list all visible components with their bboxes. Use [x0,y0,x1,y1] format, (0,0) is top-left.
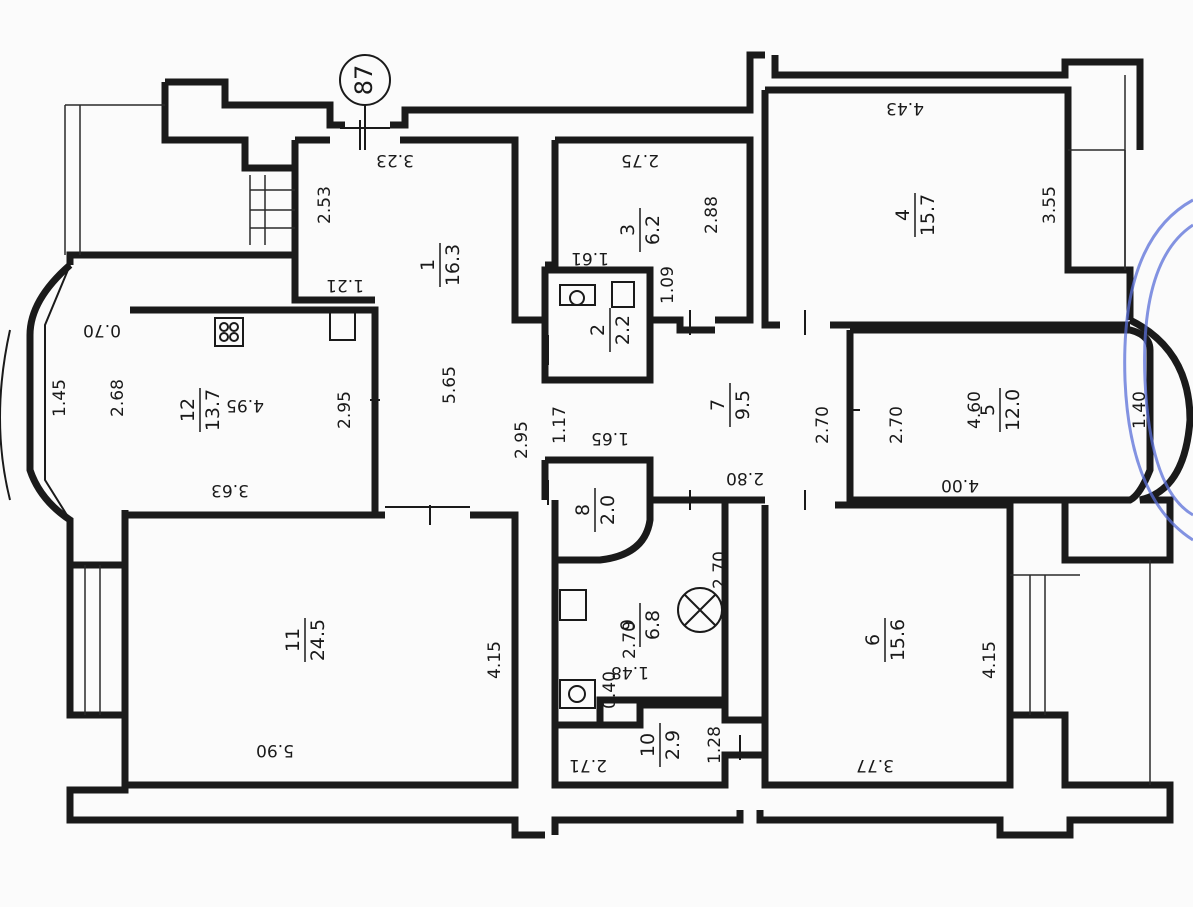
room-number: 3 [617,224,639,236]
stamp [1123,198,1193,542]
dimension-label: 2.71 [569,755,607,775]
dimension-label: 3.77 [856,755,894,775]
opening-ticks [64,104,1126,760]
room-area: 12.0 [1002,389,1024,431]
room-area: 6.2 [642,215,664,245]
room-number: 7 [707,399,729,411]
dimension-label: 3.23 [376,150,414,170]
dimension-label: 4.43 [886,98,924,118]
room-area: 6.8 [642,610,664,640]
fixtures [214,281,723,709]
plan-badge: 87 [339,54,391,150]
room-area: 24.5 [307,619,329,661]
dimension-label: 4.60 [965,391,985,429]
dimension-label: 2.70 [813,406,833,444]
room-number: 10 [637,733,659,757]
room-area: 13.7 [202,389,224,431]
dimension-label: 1.45 [50,379,70,417]
dimension-label: 2.68 [108,379,128,417]
room-number: 11 [282,628,304,652]
room-number: 6 [862,634,884,646]
room-number: 9 [617,619,639,631]
dimension-label: 1.21 [326,275,364,295]
room-number: 12 [177,398,199,422]
toilet-icon [559,284,596,306]
dimension-label: 2.75 [621,150,659,170]
bath-toilet-icon [559,679,596,709]
exterior-walls [0,51,1193,839]
dimension-label: 3.63 [211,480,249,500]
dimension-label: 3.55 [1040,186,1060,224]
room-number: 1 [417,259,439,271]
dimension-label: 1.28 [705,726,725,764]
room-number: 4 [892,209,914,221]
dimension-label: 0.40 [600,671,620,709]
wc-sink-icon [611,281,635,308]
dimension-label: 1.40 [1130,391,1150,429]
dimension-label: 2.70 [620,621,640,659]
dimension-label: 2.70 [887,406,907,444]
dimension-label: 1.09 [658,266,678,304]
room-area: 9.5 [732,390,754,420]
plan-badge-label: 87 [350,65,378,96]
room-number: 5 [977,404,999,416]
dimension-label: 2.70 [710,551,730,589]
dimension-label: 5.90 [256,740,294,760]
room-area: 15.7 [917,194,939,236]
dimension-label: 4.00 [941,475,979,495]
dimension-label: 1.17 [550,406,570,444]
dimension-label: 0.70 [83,320,121,340]
dimension-label: 4.15 [980,641,1000,679]
dimension-label: 2.88 [702,196,722,234]
dimension-label: 2.95 [335,391,355,429]
sink-icon [329,311,356,341]
room-number: 2 [587,324,609,336]
room-number: 8 [572,504,594,516]
bath-sink-icon [559,589,587,621]
dimension-label: 2.80 [726,468,764,488]
room-area: 2.9 [662,730,684,760]
dimension-label: 4.15 [485,641,505,679]
dimension-label: 2.95 [512,421,532,459]
dimension-label: 1.48 [611,662,649,682]
dimension-label: 4.95 [226,395,264,415]
stove-icon [214,317,244,347]
room-area: 15.6 [887,619,909,661]
dimension-label: 1.61 [571,248,609,268]
shower-icon [677,587,723,633]
room-area: 2.2 [612,315,634,345]
dimension-label: 1.65 [591,428,629,448]
room-area: 2.0 [597,495,619,525]
dimension-label: 5.65 [440,366,460,404]
room-area: 16.3 [442,244,464,286]
dimension-label: 2.53 [315,186,335,224]
